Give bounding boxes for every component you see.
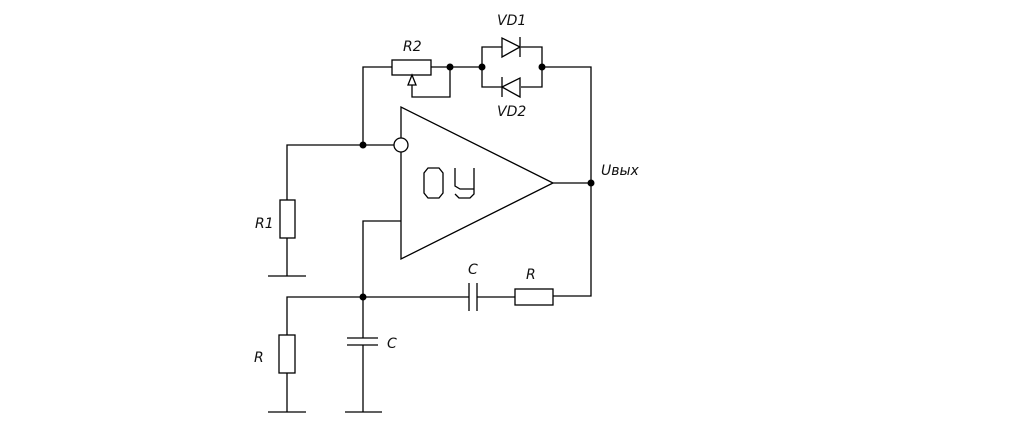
label-c-series: C xyxy=(468,262,478,278)
junction-dot xyxy=(538,63,546,71)
resistor-series xyxy=(514,288,554,306)
resistor-r1 xyxy=(279,199,296,239)
diode-pair xyxy=(481,46,543,88)
inverting-input-marker xyxy=(393,137,409,153)
series-rc-branch xyxy=(363,283,554,311)
potentiometer-r2 xyxy=(391,59,451,98)
output-node xyxy=(587,179,595,187)
junction-dot xyxy=(478,63,486,71)
diode-vd2 xyxy=(500,76,521,99)
wire-noninverting-input xyxy=(362,220,401,297)
shunt-r-branch xyxy=(268,296,363,413)
resistor-shunt xyxy=(278,334,296,374)
opamp-label-glyphs xyxy=(423,167,475,199)
label-c-shunt: C xyxy=(387,336,397,352)
label-vd2: VD2 xyxy=(497,104,526,120)
label-vd1: VD1 xyxy=(497,13,526,29)
resistor-r1-branch xyxy=(268,144,363,277)
label-r1: R1 xyxy=(255,216,274,232)
shunt-c-branch xyxy=(345,297,382,413)
label-output: Uвых xyxy=(601,163,640,179)
diode-vd1 xyxy=(501,36,522,59)
junction-dot xyxy=(446,63,454,71)
label-r-shunt: R xyxy=(254,350,264,366)
label-r-series: R xyxy=(526,267,536,283)
opamp xyxy=(400,105,555,261)
label-r2: R2 xyxy=(403,39,422,55)
